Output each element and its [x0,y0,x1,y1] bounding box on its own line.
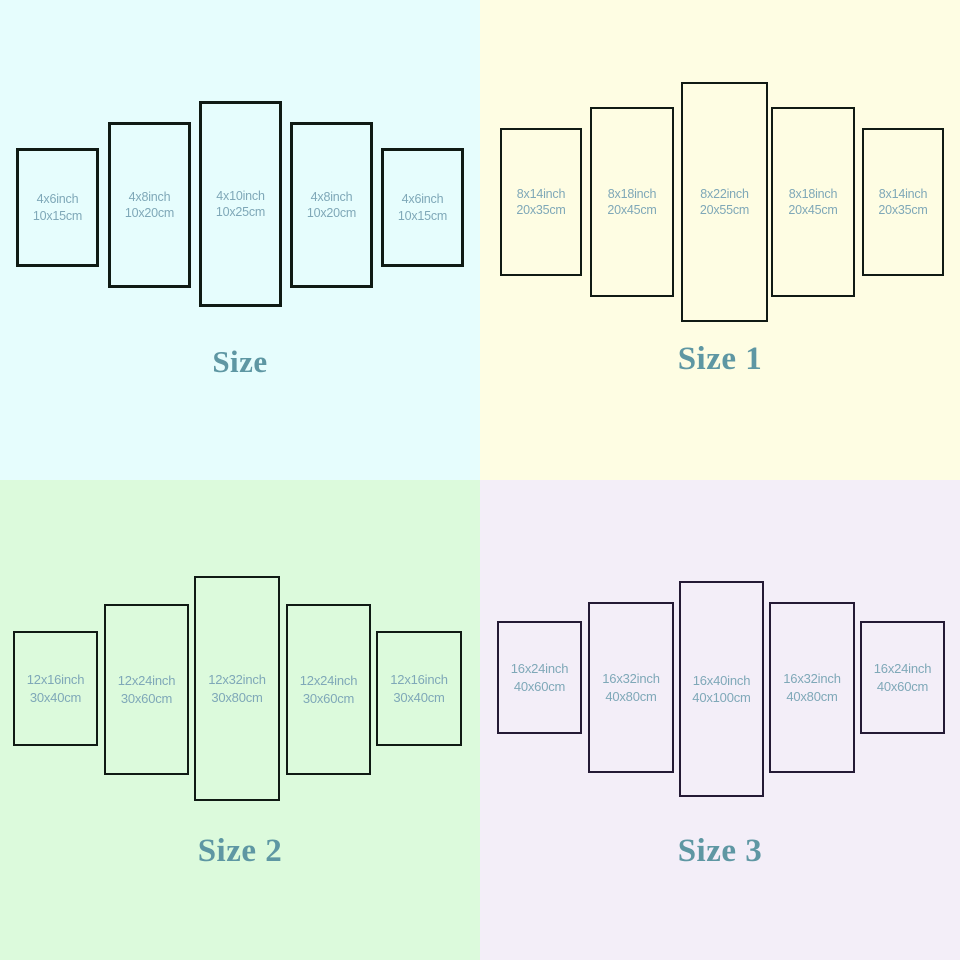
panel-size-label: 4x6inch 10x15cm [32,191,83,224]
panel-size-inches: 16x32inch [783,671,841,687]
panel-right-inner[interactable]: 8x18inch 20x45cm [771,107,855,297]
panel-size-cm: 30x40cm [393,689,445,705]
size-group-title: Size [212,344,268,379]
panel-left-outer[interactable]: 8x14inch 20x35cm [500,128,582,276]
panel-size-inches: 12x24inch [117,673,176,689]
panel-size-inches: 8x14inch [516,186,566,201]
panel-size-inches: 12x32inch [208,672,266,688]
panel-size-label: 8x18inch 20x45cm [788,186,838,219]
panel-size-label: 4x8inch 10x20cm [124,189,175,222]
panel-size-cm: 40x60cm [513,678,566,694]
panel-left-inner[interactable]: 8x18inch 20x45cm [590,107,674,297]
panel-size-inches: 16x24inch [510,661,569,677]
panel-size-inches: 4x10inch [216,188,265,203]
panel-right-outer[interactable]: 4x6inch 10x15cm [381,148,464,267]
panel-size-label: 4x6inch 10x15cm [397,191,448,224]
panel-size-cm: 40x80cm [605,688,657,704]
panel-size-inches: 16x40inch [692,672,751,688]
panel-center[interactable]: 4x10inch 10x25cm [199,101,282,307]
panel-size-inches: 4x8inch [128,189,171,204]
panel-size-inches: 4x6inch [401,192,444,206]
size-option-size[interactable]: 4x6inch 10x15cm 4x8inch 10x20cm 4x10inch 10x2… [0,0,480,480]
panel-left-outer[interactable]: 4x6inch 10x15cm [16,148,99,267]
panel-size-label: 8x14inch 20x35cm [878,186,928,219]
panel-center[interactable]: 8x22inch 20x55cm [681,82,768,322]
panel-size-label: 8x18inch 20x45cm [607,186,657,219]
panel-size-cm: 10x25cm [215,205,266,219]
panel-size-cm: 10x20cm [124,206,175,220]
panel-center[interactable]: 16x40inch 40x100cm [679,581,764,797]
panel-size-cm: 20x45cm [607,203,657,217]
size-group-title: Size 3 [677,833,763,869]
panel-size-inches: 4x8inch [310,189,353,204]
panel-size-cm: 10x20cm [306,206,357,220]
panel-size-inches: 12x16inch [390,672,448,688]
panel-size-cm: 30x80cm [211,689,263,705]
size-option-size-1[interactable]: 8x14inch 20x35cm 8x18inch 20x45cm 8x22inch 20… [480,0,960,480]
panel-size-inches: 8x18inch [607,186,657,201]
panel-size-inches: 8x22inch [700,186,749,201]
panel-size-inches: 12x24inch [299,673,358,689]
panel-size-cm: 40x100cm [692,690,751,705]
panel-size-inches: 8x14inch [878,186,928,201]
panel-size-label: 16x40inch 40x100cm [692,672,751,706]
size-group-title: Size 1 [677,341,763,377]
panel-size-cm: 20x45cm [788,203,838,217]
panel-size-label: 8x14inch 20x35cm [516,186,566,219]
panel-size-label: 4x8inch 10x20cm [306,189,357,222]
panel-left-inner[interactable]: 4x8inch 10x20cm [108,122,191,288]
panel-size-inches: 8x18inch [788,186,838,201]
panel-size-cm: 20x55cm [699,203,750,217]
panel-right-outer[interactable]: 8x14inch 20x35cm [862,128,944,276]
panel-size-cm: 20x35cm [516,203,566,217]
panel-size-cm: 20x35cm [878,203,928,217]
panel-size-label: 4x10inch 10x25cm [215,188,266,221]
panel-group: 8x14inch 20x35cm 8x18inch 20x45cm 8x22inch 20… [480,0,960,480]
panel-size-cm: 30x40cm [29,689,82,705]
panel-size-cm: 40x60cm [876,678,929,694]
panel-size-inches: 16x32inch [602,671,660,687]
panel-size-inches: 4x6inch [36,192,79,206]
panel-size-label: 8x22inch 20x55cm [699,186,750,219]
panel-size-cm: 30x60cm [302,690,355,706]
panel-size-cm: 10x15cm [397,208,448,223]
size-group-title: Size 2 [197,833,283,869]
panel-size-inches: 12x16inch [26,672,85,688]
panel-size-cm: 10x15cm [32,208,83,223]
panel-size-cm: 40x80cm [786,688,838,704]
panel-size-inches: 16x24inch [873,661,932,677]
panel-size-cm: 30x60cm [120,690,173,706]
panel-group: 4x6inch 10x15cm 4x8inch 10x20cm 4x10inch 10x2… [0,0,480,480]
panel-right-inner[interactable]: 4x8inch 10x20cm [290,122,373,288]
